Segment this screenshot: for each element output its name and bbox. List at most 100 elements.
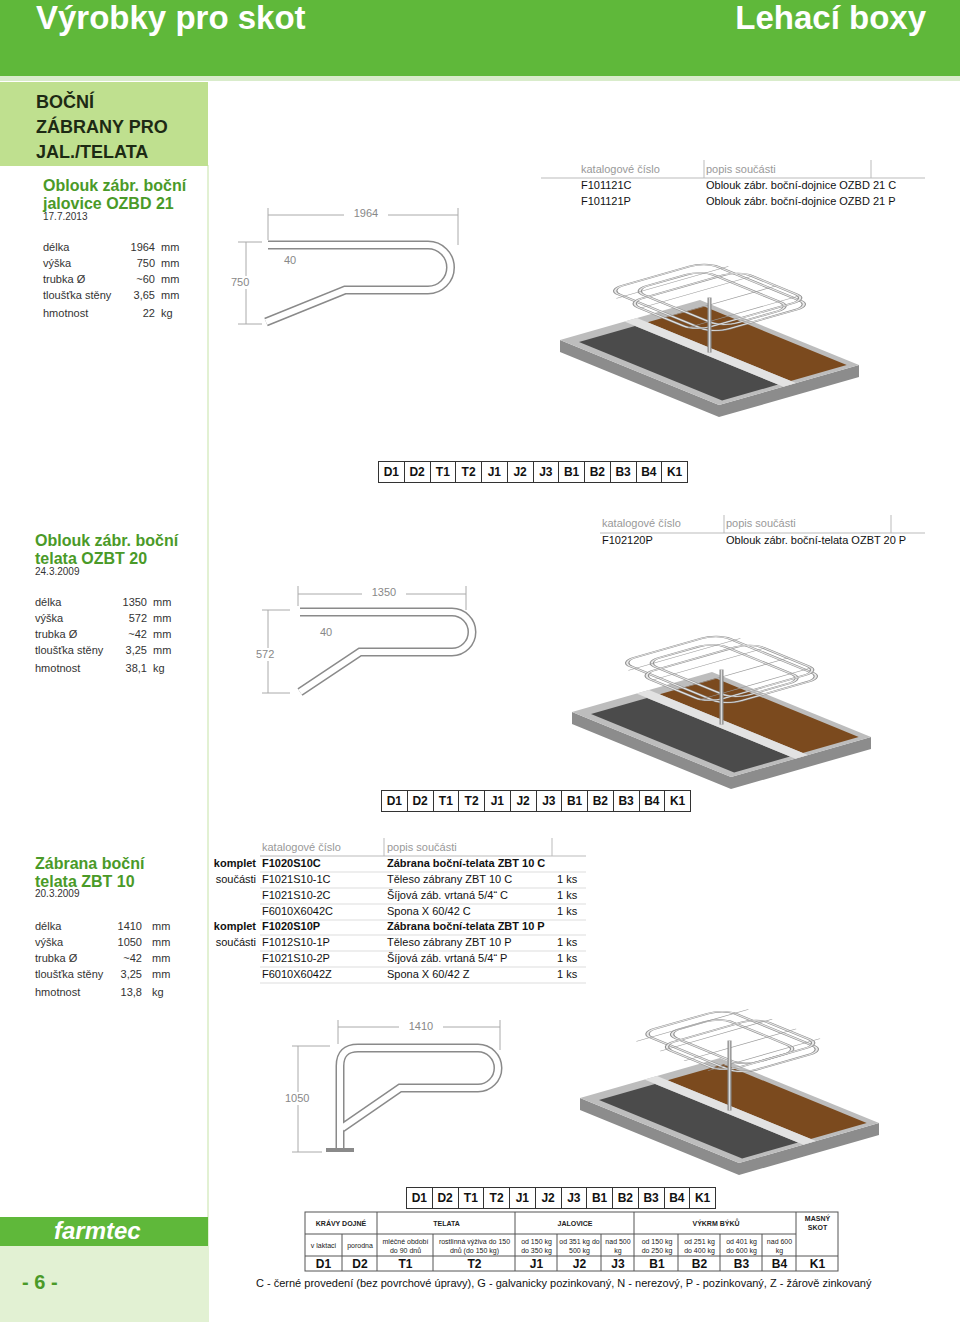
category-code: J1 bbox=[484, 791, 510, 811]
label-td: Spona X 60/42 Z bbox=[387, 968, 470, 981]
rail-highlight bbox=[627, 271, 808, 331]
label-bc: B2 bbox=[679, 1257, 720, 1271]
label-bc: B3 bbox=[721, 1257, 762, 1271]
label-sp: 3,25 bbox=[92, 644, 147, 657]
label-td: 1 ks bbox=[557, 968, 577, 981]
label-td: součásti bbox=[196, 936, 256, 949]
label-td: Oblouk zábr. boční-dojnice OZBD 21 C bbox=[706, 179, 896, 192]
label-sp: trubka Ø bbox=[35, 628, 77, 641]
category-table-grid bbox=[305, 1212, 838, 1271]
label-date: 20.3.2009 bbox=[35, 888, 80, 900]
category-code: B1 bbox=[586, 1188, 612, 1208]
side-panel bbox=[0, 1246, 208, 1322]
label-td: Těleso zábrany ZBT 10 P bbox=[387, 936, 512, 949]
category-code: D2 bbox=[407, 791, 433, 811]
label-td: Těleso zábrany ZBT 10 C bbox=[387, 873, 512, 886]
label-sp: výška bbox=[35, 936, 63, 949]
label-td: 1 ks bbox=[557, 952, 577, 965]
label-dim: 1410 bbox=[399, 1020, 443, 1033]
label-bs: v laktaci bbox=[306, 1241, 341, 1250]
category-code: B3 bbox=[638, 1188, 664, 1208]
category-code: T2 bbox=[458, 791, 484, 811]
label-sp: ~42 bbox=[87, 952, 142, 965]
label-sp: mm bbox=[161, 273, 179, 286]
label-sp: mm bbox=[153, 628, 171, 641]
label-td: F1012S10-1P bbox=[262, 936, 330, 949]
label-bt: TELATA bbox=[379, 1219, 514, 1228]
header-title: Výrobky pro skot bbox=[36, 0, 306, 36]
category-code: B1 bbox=[561, 791, 587, 811]
rail-bar bbox=[700, 668, 812, 700]
header-strip bbox=[0, 76, 960, 81]
label-bs: nad 500 kg bbox=[603, 1237, 633, 1255]
label-bs: od 251 kg do 400 kg bbox=[680, 1237, 719, 1255]
label-sp: tloušťka stěny bbox=[35, 968, 103, 981]
category-code: D2 bbox=[404, 462, 430, 482]
rail-tube bbox=[659, 1018, 821, 1072]
category-code: B4 bbox=[636, 462, 662, 482]
rail-bar bbox=[660, 1019, 772, 1051]
label-sp: trubka Ø bbox=[43, 273, 85, 286]
label-foot: C - černé provedení (bez povrchové úprav… bbox=[256, 1277, 871, 1290]
label-td: součásti bbox=[196, 873, 256, 886]
label-sp: délka bbox=[35, 920, 61, 933]
category-code: J3 bbox=[536, 791, 562, 811]
category-code: D1 bbox=[382, 791, 407, 811]
category-code: T1 bbox=[458, 1188, 484, 1208]
label-td: Šíjová záb. vrtaná 5/4“ P bbox=[387, 952, 507, 965]
table-row-rule bbox=[260, 888, 586, 889]
header-band: Výrobky pro skot Lehací boxy bbox=[0, 0, 960, 76]
label-bc: J2 bbox=[558, 1257, 601, 1271]
label-td: F1021S10-2P bbox=[262, 952, 330, 965]
label-sp: mm bbox=[161, 241, 179, 254]
label-bs: porodna bbox=[344, 1241, 376, 1250]
label-bc: T1 bbox=[378, 1257, 433, 1271]
label-td: Oblouk zábr. boční-telata OZBT 20 P bbox=[726, 534, 906, 547]
label-bs: od 150 kg do 250 kg bbox=[637, 1237, 677, 1255]
label-sec: Oblouk zábr. boční jalovice OZBD 21 bbox=[43, 177, 208, 214]
label-td: F1021S10-1C bbox=[262, 873, 331, 886]
rail-bar bbox=[708, 1039, 820, 1071]
rail-bar bbox=[684, 1029, 796, 1061]
label-sp: 13,8 bbox=[87, 986, 142, 999]
label-tdb: F1020S10C bbox=[262, 857, 321, 870]
category-code: J3 bbox=[561, 1188, 587, 1208]
label-sp: 572 bbox=[92, 612, 147, 625]
side-line bbox=[207, 165, 209, 1322]
label-sec: Zábrana boční telata ZBT 10 bbox=[35, 855, 185, 892]
label-sp: hmotnost bbox=[43, 307, 88, 320]
label-bc: K1 bbox=[797, 1257, 838, 1271]
header-title: Lehací boxy bbox=[735, 0, 926, 36]
label-td: F102120P bbox=[602, 534, 653, 547]
label-sp: výška bbox=[43, 257, 71, 270]
label-td: F6010X6042C bbox=[262, 905, 333, 918]
label-td: 1 ks bbox=[557, 905, 577, 918]
label-bc: J1 bbox=[516, 1257, 557, 1271]
rail-highlight bbox=[659, 1018, 821, 1072]
category-strip: D1D2T1T2J1J2J3B1B2B3B4K1 bbox=[378, 461, 688, 483]
post bbox=[708, 298, 712, 353]
label-bt: MASNÝ SKOT bbox=[798, 1214, 837, 1232]
label-sp: 1050 bbox=[87, 936, 142, 949]
post-highlight bbox=[729, 1041, 731, 1111]
label-td: 1 ks bbox=[557, 889, 577, 902]
post bbox=[720, 670, 724, 725]
category-code: J2 bbox=[535, 1188, 561, 1208]
label-sp: 1350 bbox=[92, 596, 147, 609]
post bbox=[728, 1041, 732, 1111]
rail-highlight bbox=[640, 1009, 825, 1074]
label-bt: KRÁVY DOJNÉ bbox=[306, 1219, 376, 1228]
table-row-rule bbox=[260, 951, 586, 952]
rail-bar bbox=[640, 276, 752, 308]
label-bs: od 150 kg do 350 kg bbox=[517, 1237, 556, 1255]
logo-band: farmtec bbox=[0, 1217, 208, 1246]
label-sp: mm bbox=[153, 644, 171, 657]
label-tdb: F1020S10P bbox=[262, 920, 320, 933]
label-sp: hmotnost bbox=[35, 662, 80, 675]
category-code: B2 bbox=[612, 1188, 638, 1208]
stall-rendering bbox=[560, 260, 879, 1175]
rail-bar bbox=[688, 296, 800, 328]
label-th: katalogové číslo bbox=[262, 841, 341, 854]
label-sp: 22 bbox=[100, 307, 155, 320]
post-highlight bbox=[709, 298, 711, 353]
